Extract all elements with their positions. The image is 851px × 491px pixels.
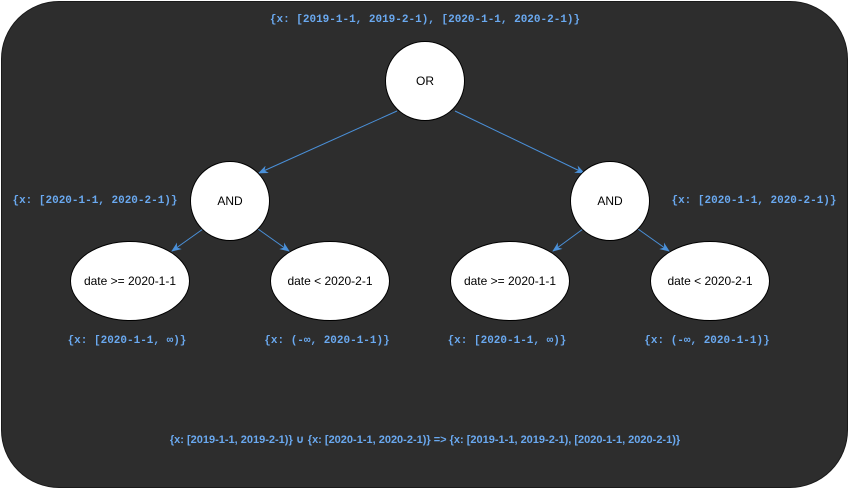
edge-and-right-to-lt xyxy=(637,228,670,252)
edge-or-to-and-right xyxy=(454,110,585,174)
left-lt-range-label: {x: (-∞, 2020-1-1)} xyxy=(264,335,390,347)
left-ge-range-label: {x: [2020-1-1, ∞)} xyxy=(67,335,187,347)
left-lt-node: date < 2020-2-1 xyxy=(270,241,390,321)
right-lt-node: date < 2020-2-1 xyxy=(650,241,770,321)
right-ge-range-label: {x: [2020-1-1, ∞)} xyxy=(447,335,567,347)
edge-and-right-to-ge xyxy=(552,228,584,252)
edge-or-to-and-left xyxy=(258,110,398,174)
right-ge-node: date >= 2020-1-1 xyxy=(450,241,570,321)
and-right-node: AND xyxy=(570,161,650,241)
left-ge-node: date >= 2020-1-1 xyxy=(70,241,190,321)
and-right-range-label: {x: [2020-1-1, 2020-2-1)} xyxy=(671,195,837,207)
and-left-range-label: {x: [2020-1-1, 2020-2-1)} xyxy=(12,195,178,207)
union-summary: {x: [2019-1-1, 2019-2-1)} ∪ {x: [2020-1-… xyxy=(169,434,681,446)
top-range-label: {x: [2019-1-1, 2019-2-1), [2020-1-1, 202… xyxy=(269,14,581,26)
and-left-node: AND xyxy=(190,161,270,241)
or-node: OR xyxy=(385,41,465,121)
edge-and-left-to-ge xyxy=(171,228,204,252)
right-lt-range-label: {x: (-∞, 2020-1-1)} xyxy=(644,335,770,347)
edge-and-left-to-lt xyxy=(257,228,290,252)
